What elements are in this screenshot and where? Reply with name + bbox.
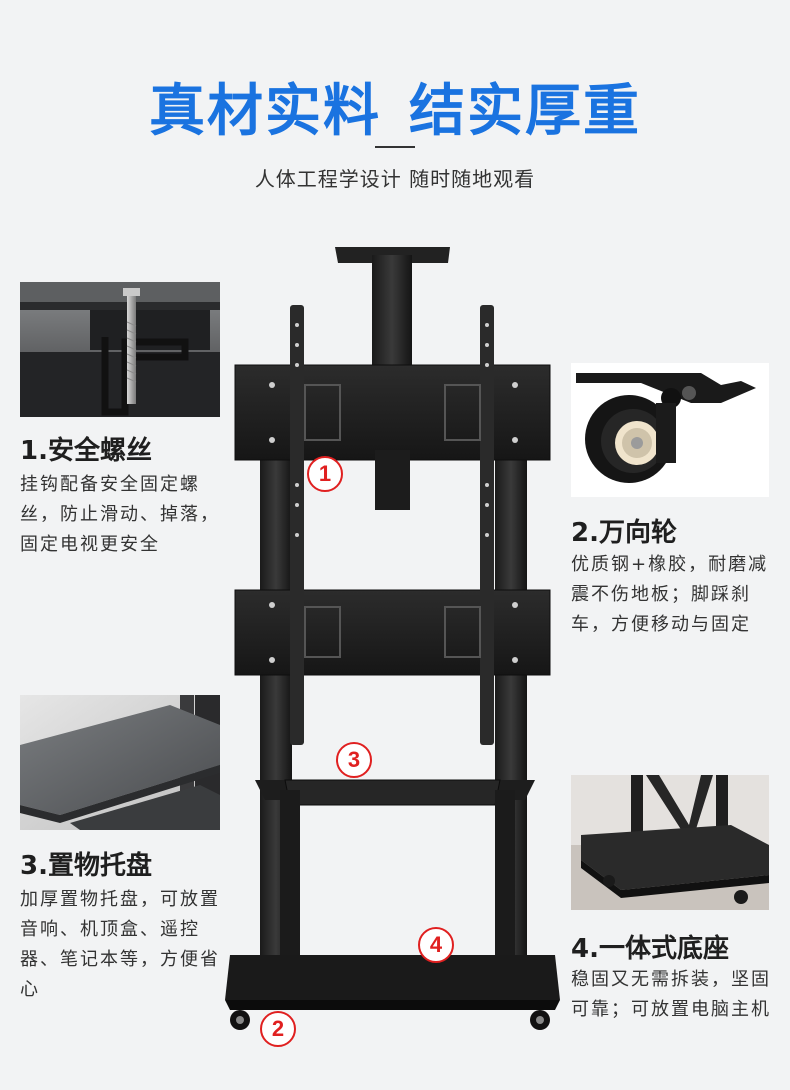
marker-2: 2 [260, 1011, 296, 1047]
page-subtitle: 人体工程学设计 随时随地观看 [254, 167, 536, 191]
title-divider [375, 146, 415, 148]
marker-1: 1 [307, 456, 343, 492]
feature-desc-screw: 挂钩配备安全固定螺 丝，防止滑动、掉落， 固定电视更安全 [20, 474, 220, 555]
title-part1: 真材实料 [149, 79, 381, 144]
tv-stand-image [210, 235, 580, 1035]
feature-title-tray: 3.置物托盘 [20, 851, 152, 881]
marker-3: 3 [336, 742, 372, 778]
marker-4: 4 [418, 927, 454, 963]
feature-desc-caster: 优质钢+橡胶，耐磨减 震不伤地板；脚踩刹 车，方便移动与固定 [571, 554, 769, 635]
feature-desc-tray: 加厚置物托盘，可放置 音响、机顶盒、遥控 器、笔记本等，方便省 心 [20, 889, 220, 1000]
screw-photo [20, 282, 220, 417]
caster-wheel-photo [571, 363, 769, 497]
page-title: 真材实料结实厚重 [0, 66, 790, 147]
title-part2: 结实厚重 [409, 79, 641, 144]
feature-title-base: 4.一体式底座 [571, 934, 729, 964]
feature-desc-base: 稳固又无需拆装，坚固 可靠；可放置电脑主机 [571, 969, 771, 1020]
tray-photo [20, 695, 220, 830]
base-photo [571, 775, 769, 910]
feature-title-caster: 2.万向轮 [571, 518, 677, 548]
feature-title-screw: 1.安全螺丝 [20, 436, 152, 466]
